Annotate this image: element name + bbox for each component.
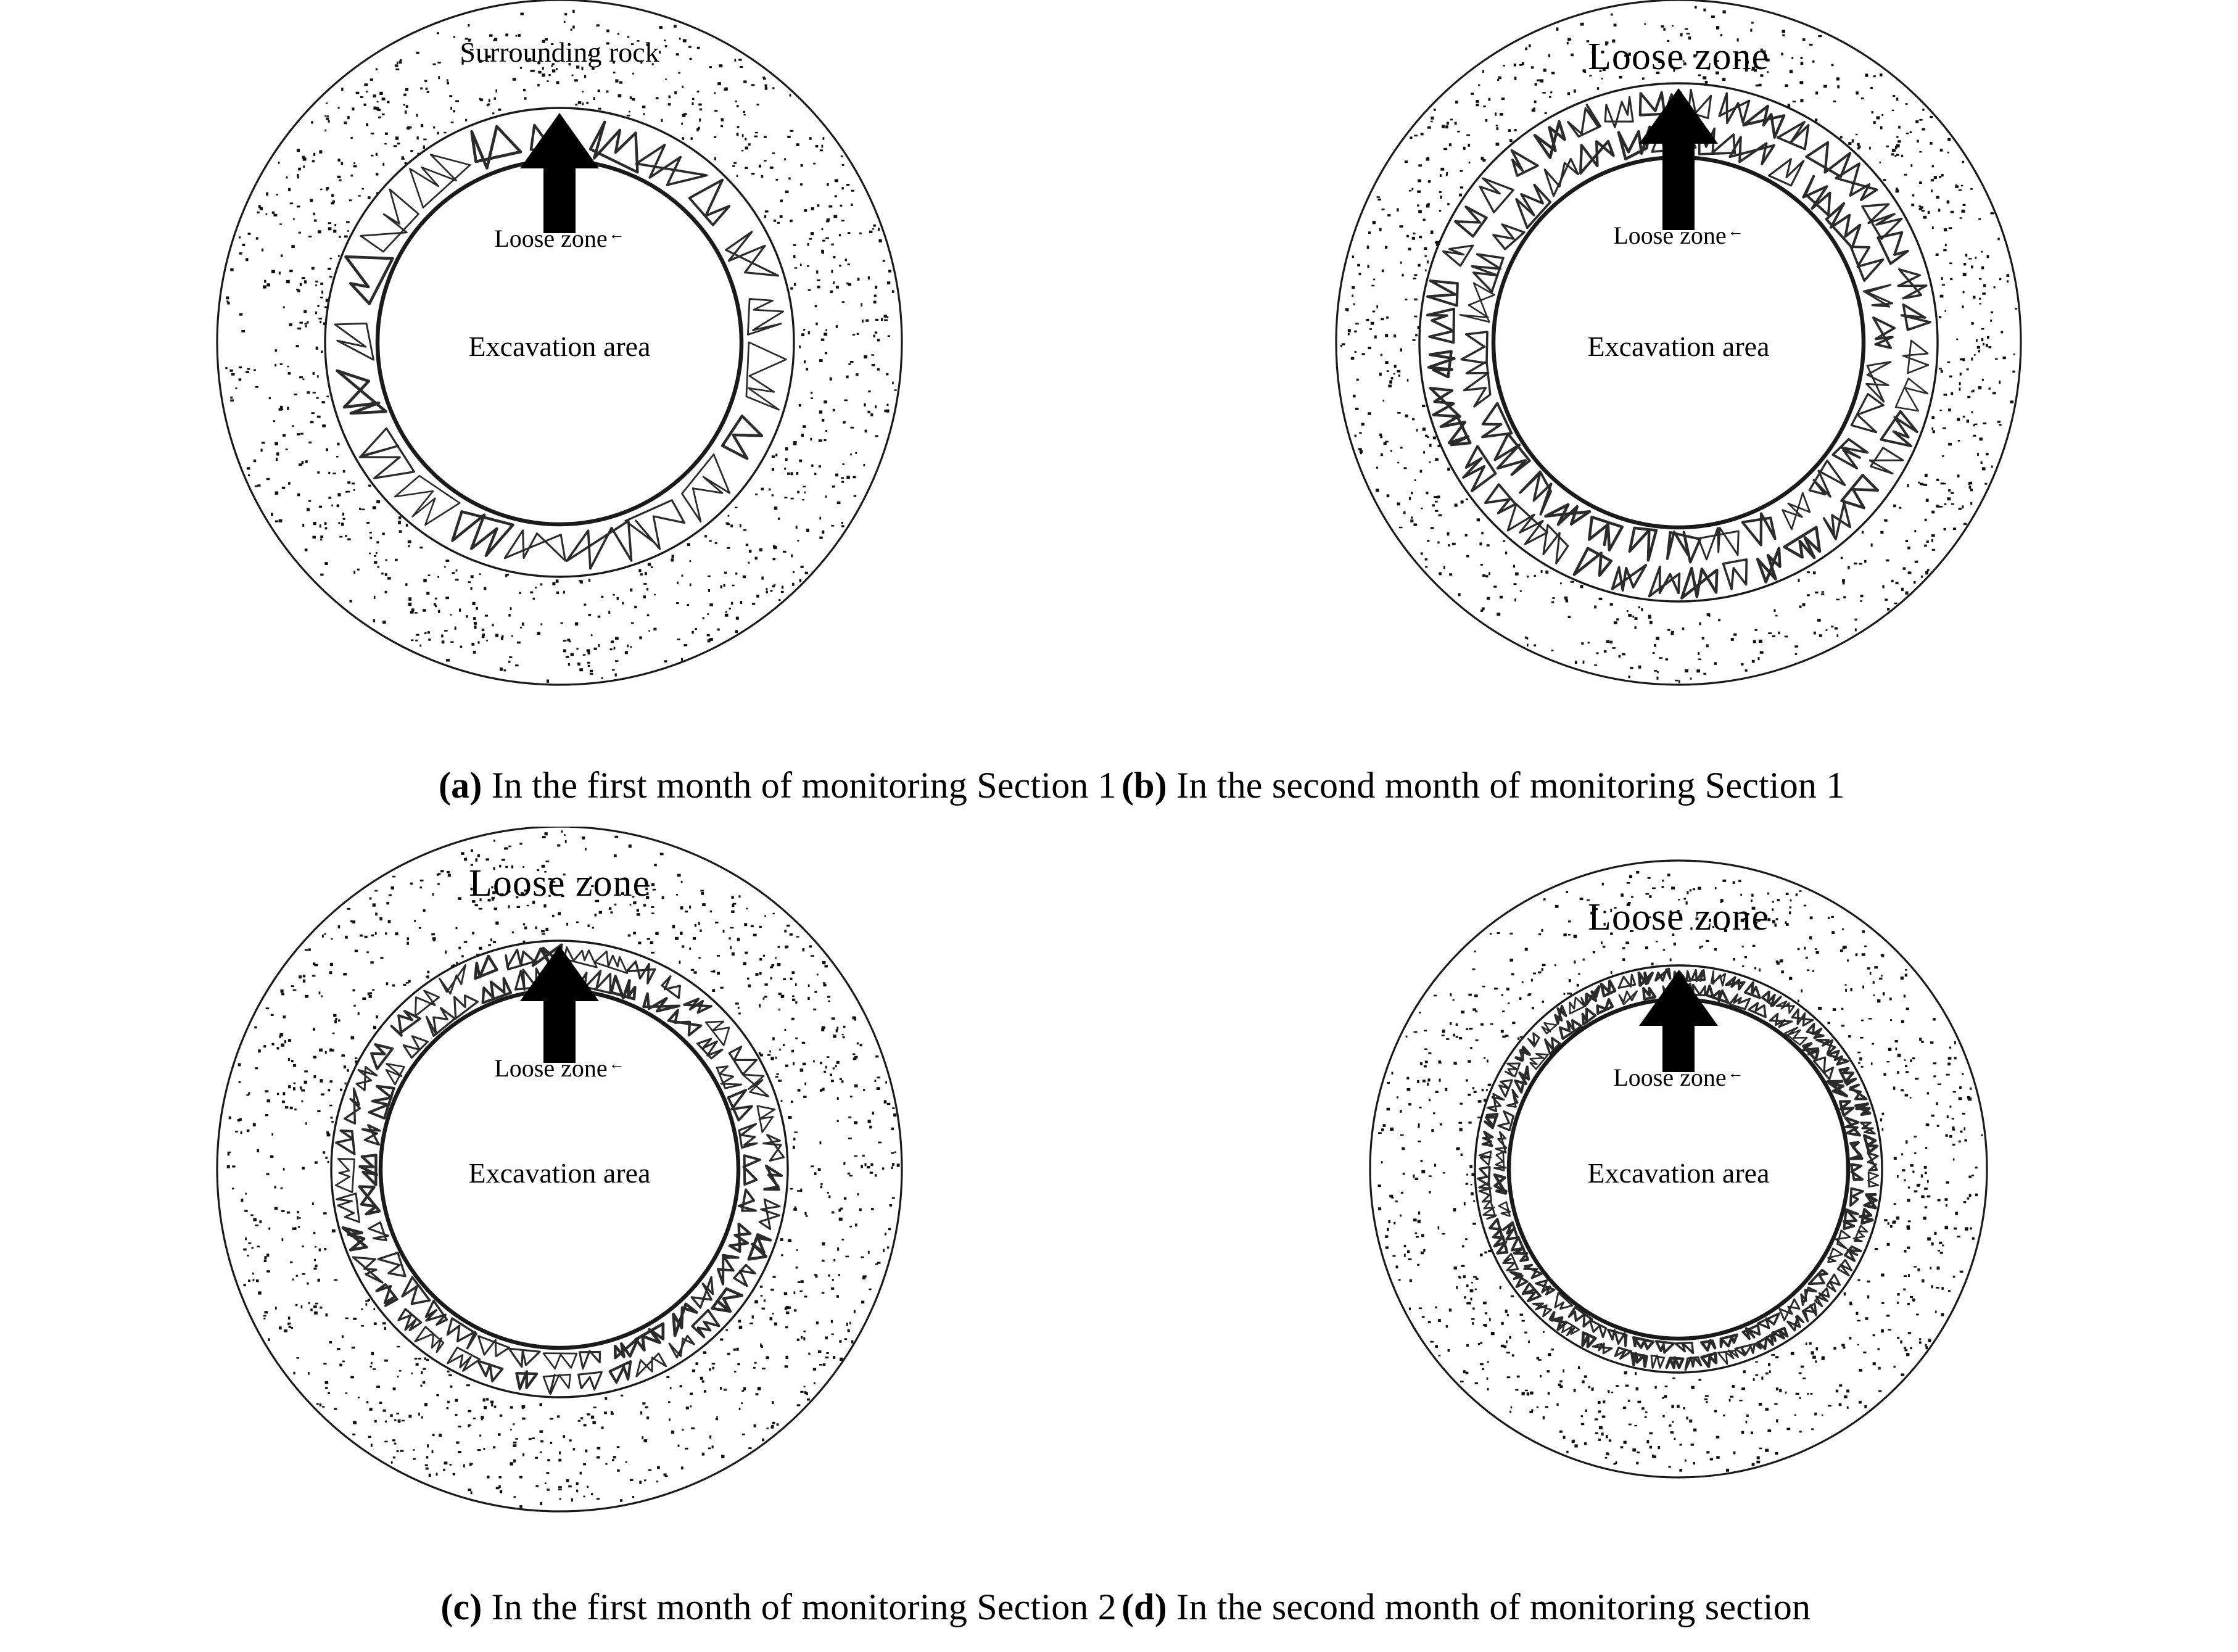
caption-a-text: In the first month of monitoring Section… bbox=[482, 765, 1117, 806]
caption-row-cd: (c) In the first month of monitoring Sec… bbox=[0, 1587, 2238, 1628]
caption-d: (d) In the second month of monitoring se… bbox=[1119, 1587, 2238, 1628]
inner-loose-zone-label-b: Loose zone← bbox=[1613, 221, 1743, 249]
top-label-c: Loose zone bbox=[469, 862, 650, 904]
top-label-b: Loose zone bbox=[1588, 36, 1769, 78]
caption-row-ab: (a) In the first month of monitoring Sec… bbox=[0, 765, 2238, 806]
up-arrow-icon bbox=[520, 113, 599, 233]
top-label-d: Loose zone bbox=[1588, 896, 1769, 938]
caption-a-tag: (a) bbox=[438, 765, 482, 806]
caption-b: (b) In the second month of monitoring Se… bbox=[1119, 765, 2238, 806]
loose-zone-clasts bbox=[334, 943, 785, 1395]
caption-b-tag: (b) bbox=[1121, 765, 1167, 806]
inner-loose-zone-label-c: Loose zone← bbox=[494, 1054, 624, 1082]
excavation-area-label-c: Excavation area bbox=[469, 1157, 651, 1189]
caption-c-tag: (c) bbox=[440, 1587, 482, 1627]
up-arrow-icon bbox=[1639, 88, 1718, 230]
caption-b-text: In the second month of monitoring Sectio… bbox=[1166, 765, 1845, 806]
caption-c-text: In the first month of monitoring Section… bbox=[482, 1587, 1117, 1627]
excavation-area-label-a: Excavation area bbox=[469, 331, 651, 362]
excavation-area-label-d: Excavation area bbox=[1588, 1157, 1770, 1189]
loose-zone-clasts bbox=[1477, 967, 1880, 1371]
caption-d-text: In the second month of monitoring sectio… bbox=[1166, 1587, 1811, 1627]
inner-loose-zone-label-d: Loose zone← bbox=[1613, 1063, 1743, 1091]
up-arrow-icon bbox=[1639, 970, 1718, 1072]
excavation-area-label-b: Excavation area bbox=[1588, 331, 1770, 362]
caption-a: (a) In the first month of monitoring Sec… bbox=[0, 765, 1119, 806]
top-label-a: Surrounding rock bbox=[460, 36, 659, 68]
inner-loose-zone-label-a: Loose zone← bbox=[494, 225, 624, 252]
caption-d-tag: (d) bbox=[1121, 1587, 1167, 1627]
up-arrow-icon bbox=[520, 946, 599, 1063]
loose-zone-clasts bbox=[1426, 88, 1931, 600]
caption-c: (c) In the first month of monitoring Sec… bbox=[0, 1587, 1119, 1628]
